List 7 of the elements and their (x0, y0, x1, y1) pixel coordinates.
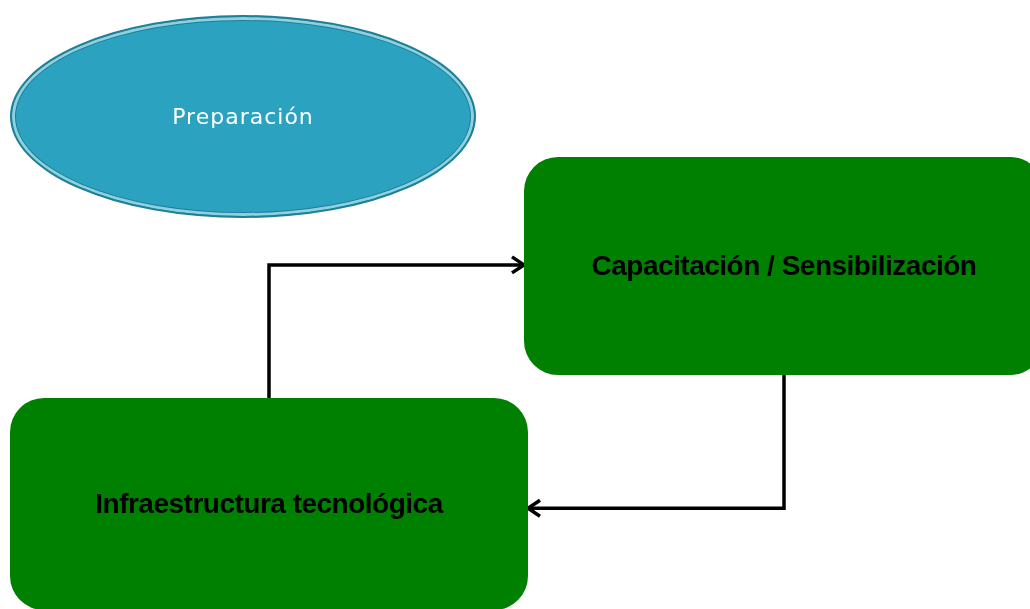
connector-arrow (267, 255, 526, 398)
process-box (10, 398, 528, 609)
process-box (524, 157, 1030, 375)
node-label: Infraestructura tecnológica (95, 488, 443, 520)
node-label: Capacitación / Sensibilización (591, 250, 977, 282)
connector-arrow (526, 375, 786, 518)
node-label: Preparación (172, 104, 314, 129)
